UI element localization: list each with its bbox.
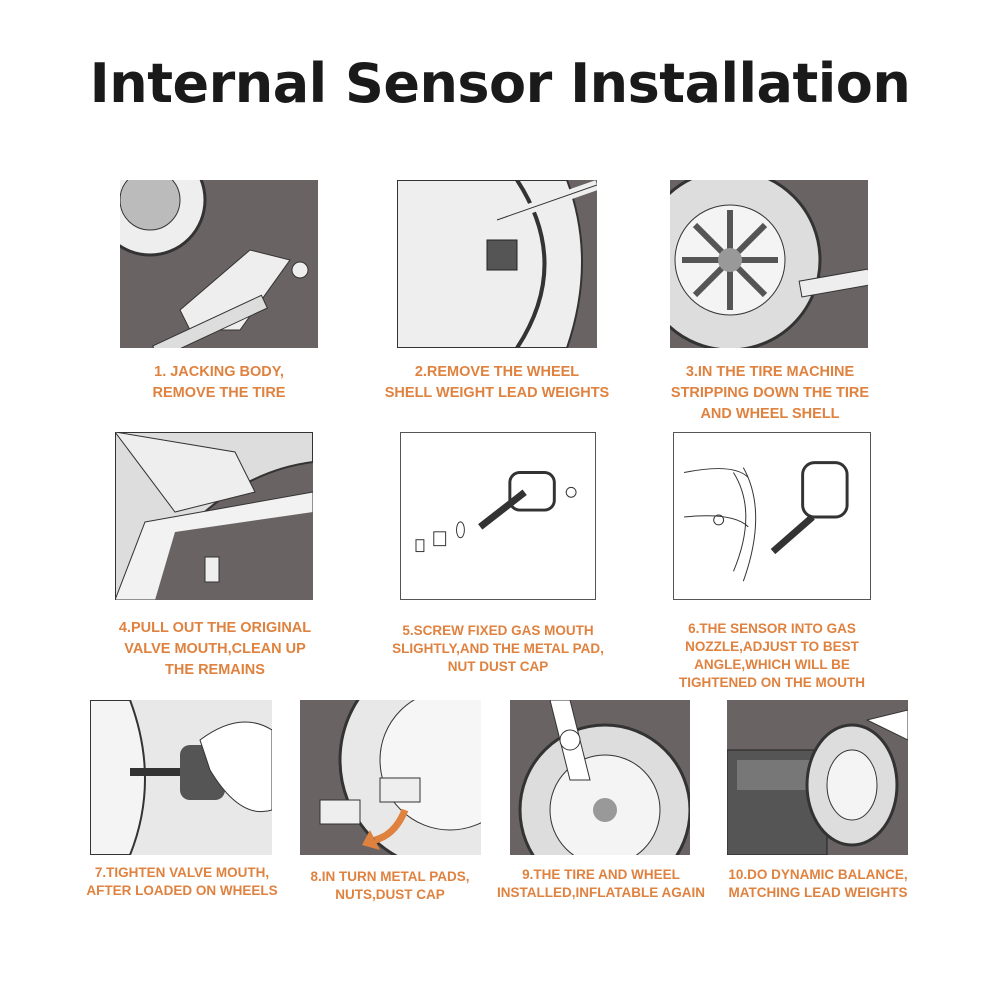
step-10-caption: 10.DO DYNAMIC BALANCE,MATCHING LEAD WEIG…	[728, 867, 908, 900]
step-8-caption: 8.IN TURN METAL PADS,NUTS,DUST CAP	[310, 869, 470, 902]
step-3-illustration-tire-machine	[670, 180, 868, 348]
step-9-illustration-inflate	[510, 700, 690, 855]
step-2-illustration-wheel	[397, 180, 597, 348]
step-7-illustration-tighten	[90, 700, 272, 855]
step-4-illustration-valve	[115, 432, 313, 600]
step-1-illustration-jack	[120, 180, 318, 348]
page-title: Internal Sensor Installation	[89, 52, 911, 115]
step-7-caption: 7.TIGHTEN VALVE MOUTH,AFTER LOADED ON WH…	[86, 865, 278, 898]
step-10-illustration-balance	[727, 700, 908, 855]
step-5-illustration-parts	[400, 432, 596, 600]
step-6-illustration-sensor	[673, 432, 871, 600]
step-1-caption: 1. JACKING BODY,REMOVE THE TIRE	[152, 364, 286, 401]
step-8-illustration-nuts	[300, 700, 481, 855]
